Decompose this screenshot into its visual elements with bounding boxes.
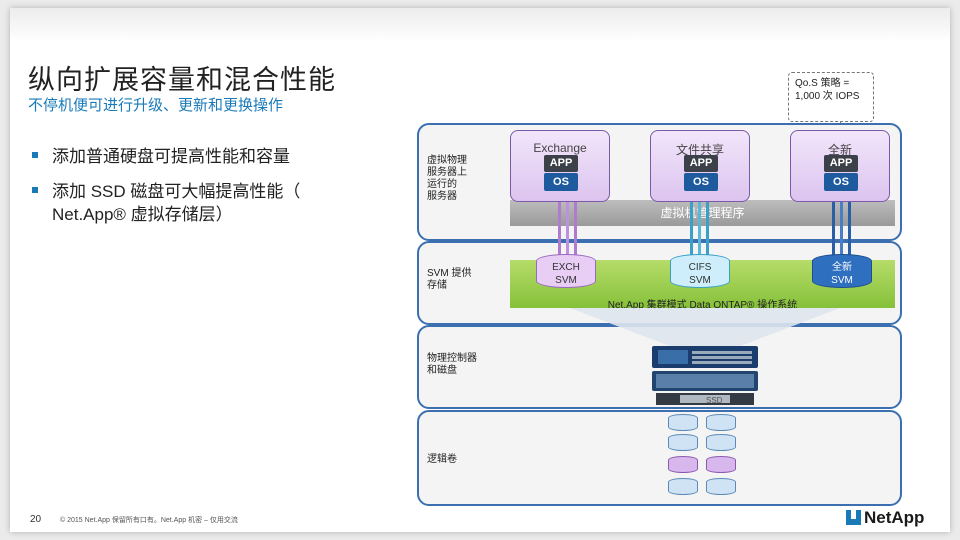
wire [690,202,693,256]
bullet-square-icon [32,152,38,158]
netapp-logo: NetApp [846,508,924,528]
label-virtual-servers: 虚拟物理 服务器上 运行的 服务器 [427,155,467,203]
app-os-icon: APP OS [544,155,578,191]
top-bar [10,8,950,42]
volume-cylinder [706,478,736,495]
slide: 纵向扩展容量和混合性能 不停机便可进行升级、更新和更换操作 添加普通硬盘可提高性… [10,8,950,532]
label-svm: SVM 提供 存储 [427,268,471,292]
os-label: OS [544,173,578,191]
svm-cifs: CIFS SVM [670,254,730,288]
volume-cylinder [706,414,736,431]
label-line: 和磁盘 [427,365,457,376]
wire [558,202,561,256]
svm-label: CIFS [688,262,712,273]
panel-logical [417,410,902,506]
os-label: OS [824,173,858,191]
svm-label: SVM [831,275,853,286]
vm-name: 文件共享 [675,143,724,157]
bullet-1: 添加普通硬盘可提高性能和容量 [32,145,290,168]
copyright: © 2015 Net.App 保留所有口有。Net.App 机密 – 仅用交流 [60,517,238,524]
label-physical: 物理控制器 和磁盘 [427,353,477,377]
bullet-2: 添加 SSD 磁盘可大幅提高性能（ Net.App® 虚拟存储层） [32,180,300,226]
app-label: APP [824,155,858,172]
qos-line-1: Qo.S 策略 = [795,78,850,89]
qos-policy-box: Qo.S 策略 = 1,000 次 IOPS [788,72,874,122]
volume-cylinder [668,414,698,431]
svm-label: EXCH [552,262,580,273]
os-label: OS [684,173,718,191]
vm-name: Exchange [533,141,587,155]
wire [566,202,569,256]
label-line: 虚拟物理 [427,155,467,166]
vm-name: 全新 [827,143,852,157]
slide-title: 纵向扩展容量和混合性能 [28,65,336,95]
wire [848,202,851,256]
netapp-logo-icon [846,510,861,525]
app-os-icon: APP OS [684,155,718,191]
svm-exch: EXCH SVM [536,254,596,288]
label-logical: 逻辑卷 [427,454,457,465]
volume-cylinder [706,434,736,451]
app-label: APP [684,155,718,172]
storage-controller-icon [652,346,758,405]
logo-text: NetApp [864,508,925,527]
bullet-text-cont: Net.App® 虚拟存储层） [52,205,233,224]
volume-cylinder [706,456,736,473]
ontap-label: Net.App 集群模式 Data ONTAP® 操作系统 [607,300,798,311]
page-number: 20 [30,514,42,525]
svm-new: 全新 SVM [812,254,872,288]
svm-label: SVM [689,275,711,286]
wire [574,202,577,256]
label-line: 服务器 [427,191,457,202]
wire [840,202,843,256]
svm-label: SVM [555,275,577,286]
label-line: 存储 [427,280,447,291]
label-line: 服务器上 [427,167,467,178]
label-line: 运行的 [427,179,457,190]
wire [706,202,709,256]
volume-cylinder [668,456,698,473]
bullet-text: 添加 SSD 磁盘可大幅提高性能（ [52,182,301,201]
app-label: APP [544,155,578,172]
volume-cylinder [668,434,698,451]
bullet-text: 添加普通硬盘可提高性能和容量 [52,147,290,166]
label-line: SVM 提供 [427,268,472,279]
ssd-label: SSD [706,396,723,405]
svm-label: 全新 [832,262,852,273]
label-line: 物理控制器 [427,353,477,364]
bullet-square-icon [32,187,38,193]
slide-subtitle: 不停机便可进行升级、更新和更换操作 [28,97,284,114]
app-os-icon: APP OS [824,155,858,191]
wire [832,202,835,256]
wire [698,202,701,256]
funnel-shape [570,308,840,350]
volume-cylinder [668,478,698,495]
qos-line-2: 1,000 次 IOPS [795,91,860,102]
